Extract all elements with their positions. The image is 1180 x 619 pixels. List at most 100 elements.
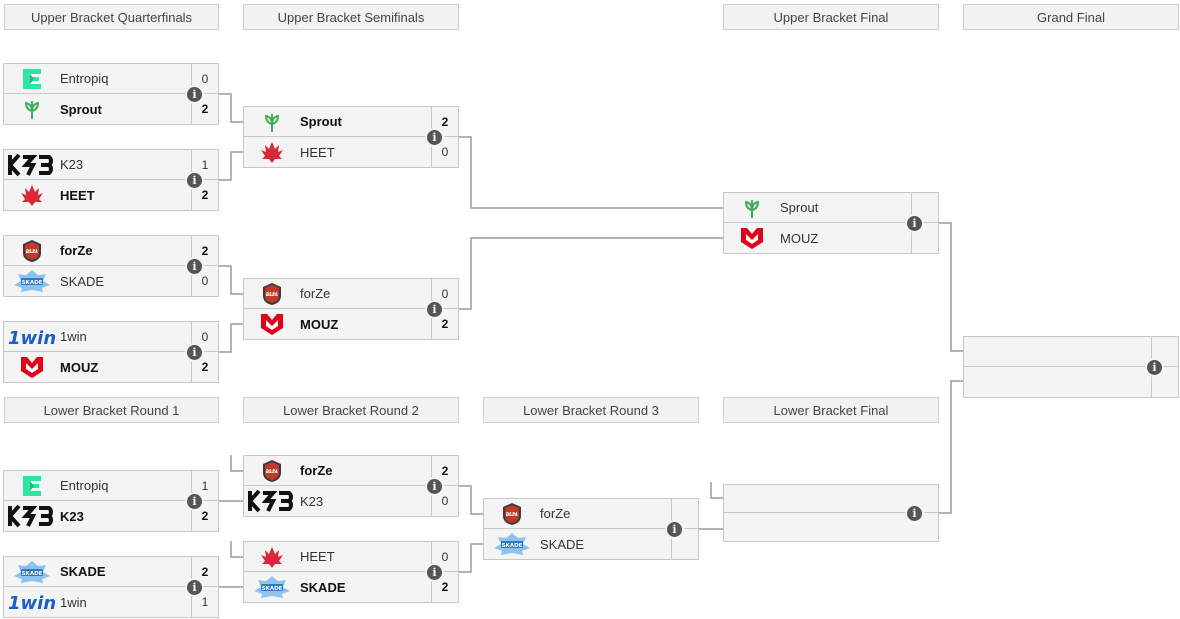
team-score: 2: [431, 572, 458, 602]
team-row: MOUZ 2: [4, 352, 218, 382]
svg-text:FORZE: FORZE: [505, 511, 520, 516]
heet-logo-icon: [244, 542, 300, 572]
empty-logo-slot: [724, 512, 780, 542]
match-grand-final[interactable]: i: [963, 336, 1179, 398]
team-score: 2: [431, 309, 458, 339]
match-lower-final[interactable]: i: [723, 484, 939, 542]
header-upper-semifinals: Upper Bracket Semifinals: [243, 4, 459, 30]
team-row: [724, 485, 938, 513]
entropiq-logo-icon: [4, 64, 60, 94]
sprout-logo-icon: [244, 107, 300, 137]
svg-text:SKADE: SKADE: [262, 586, 283, 592]
svg-text:FORZE: FORZE: [25, 248, 40, 253]
match-info-icon[interactable]: i: [187, 259, 202, 274]
team-name: SKADE: [60, 273, 105, 289]
team-name: Sprout: [780, 200, 819, 215]
team-score: 0: [431, 486, 458, 516]
team-score: [911, 223, 938, 253]
match-info-icon[interactable]: i: [667, 522, 682, 537]
team-score: 2: [191, 557, 218, 586]
team-name: [1020, 382, 1151, 383]
team-score: 2: [191, 501, 218, 531]
heet-logo-icon: [244, 137, 300, 167]
heet-logo-icon: [4, 180, 60, 210]
match-info-icon[interactable]: i: [427, 479, 442, 494]
team-score: [1151, 337, 1178, 366]
match-info-icon[interactable]: i: [907, 506, 922, 521]
team-row: [964, 367, 1178, 397]
match-info-icon[interactable]: i: [187, 173, 202, 188]
onewin-logo-icon: 1win: [4, 587, 60, 617]
team-name: SKADE: [540, 536, 585, 552]
team-name: K23: [60, 157, 84, 172]
onewin-logo-icon: 1win: [4, 322, 60, 352]
team-row: FORZE forZe: [484, 499, 698, 529]
k23-logo-icon: [4, 150, 60, 180]
match-info-icon[interactable]: i: [187, 345, 202, 360]
header-lower-round-1: Lower Bracket Round 1: [4, 397, 219, 423]
match-info-icon[interactable]: i: [1147, 360, 1162, 375]
team-score: 1: [191, 587, 218, 617]
match-info-icon[interactable]: i: [187, 580, 202, 595]
sprout-logo-icon: [724, 193, 780, 223]
team-name: HEET: [300, 144, 335, 160]
team-name: K23: [60, 508, 84, 524]
team-score: [1151, 367, 1178, 397]
team-score: 2: [191, 352, 218, 382]
team-score: 0: [431, 279, 458, 308]
match-info-icon[interactable]: i: [427, 130, 442, 145]
team-score: [911, 193, 938, 222]
k23-logo-icon: [4, 501, 60, 531]
team-name: HEET: [60, 187, 95, 203]
match-info-icon[interactable]: i: [427, 302, 442, 317]
team-name: HEET: [300, 549, 335, 564]
empty-logo-slot: [964, 367, 1020, 397]
sprout-logo-icon: [4, 94, 60, 124]
team-score: 2: [191, 236, 218, 265]
match-lbr3[interactable]: FORZE forZe SKADE SKADE i: [483, 498, 699, 560]
svg-text:1win: 1win: [8, 593, 56, 614]
k23-logo-icon: [244, 486, 300, 516]
forze-logo-icon: FORZE: [4, 236, 60, 266]
match-info-icon[interactable]: i: [187, 87, 202, 102]
team-score: [671, 499, 698, 528]
team-score: 0: [191, 322, 218, 351]
match-info-icon[interactable]: i: [427, 565, 442, 580]
team-name: Sprout: [60, 101, 102, 117]
match-upper-final[interactable]: Sprout MOUZ i: [723, 192, 939, 254]
svg-text:SKADE: SKADE: [502, 543, 523, 549]
team-name: Entropiq: [60, 71, 109, 86]
empty-logo-slot: [724, 484, 780, 514]
match-info-icon[interactable]: i: [187, 494, 202, 509]
match-info-icon[interactable]: i: [907, 216, 922, 231]
team-name: SKADE: [60, 564, 106, 579]
team-row: Sprout: [724, 193, 938, 223]
team-score: 0: [191, 64, 218, 93]
team-name: MOUZ: [60, 359, 99, 375]
forze-logo-icon: FORZE: [244, 456, 300, 486]
mouz-logo-icon: [724, 223, 780, 253]
empty-logo-slot: [964, 337, 1020, 367]
team-name: [780, 527, 938, 528]
